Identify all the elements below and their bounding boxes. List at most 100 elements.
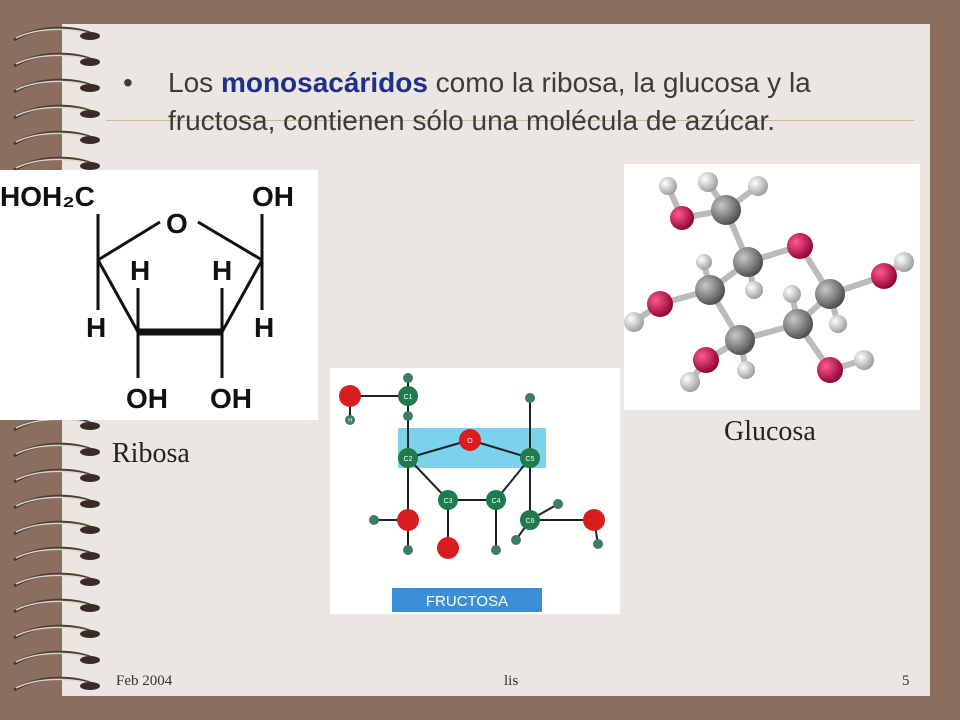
ribose-oh-bottom-right: OH xyxy=(210,383,252,414)
bullet-dot: • xyxy=(123,67,133,98)
bullet-text-pre: Los xyxy=(168,67,221,98)
hydrogen-atom xyxy=(829,315,847,333)
oxygen-atom xyxy=(670,206,694,230)
spiral-hole xyxy=(80,58,100,66)
footer-date: Feb 2004 xyxy=(116,673,173,689)
footer-page-number: 5 xyxy=(902,673,910,689)
hydrogen-atom xyxy=(696,254,712,270)
hydrogen-atom xyxy=(491,545,501,555)
spiral-hole xyxy=(80,474,100,482)
carbon-atom-c6 xyxy=(520,510,540,530)
spiral-hole xyxy=(80,162,100,170)
ribose-hoh2c: HOH₂C xyxy=(0,181,95,212)
carbon-atom xyxy=(711,195,741,225)
fructose-diagram-image: C1 C2 C3 C4 C5 C6 O H FRUCTOSA xyxy=(330,368,620,614)
spiral-hole xyxy=(80,32,100,40)
carbon-atom-c1 xyxy=(398,386,418,406)
footer-author: lis xyxy=(504,673,519,689)
carbon-atom-c2 xyxy=(398,448,418,468)
carbon-atom-c3 xyxy=(438,490,458,510)
hydrogen-atom xyxy=(737,361,755,379)
oxygen-atom xyxy=(437,537,459,559)
fructose-label: FRUCTOSA xyxy=(426,593,508,610)
hydrogen-atom xyxy=(680,372,700,392)
carbon-atom xyxy=(783,309,813,339)
atom-label-c4: C4 xyxy=(492,498,501,505)
spiral-hole xyxy=(80,422,100,430)
oxygen-atom xyxy=(693,347,719,373)
spiral-hole xyxy=(80,500,100,508)
spiral-hole xyxy=(80,136,100,144)
hydrogen-atom xyxy=(698,172,718,192)
hydrogen-atom xyxy=(624,312,644,332)
atom-label-c3: C3 xyxy=(444,498,453,505)
ring-oxygen-atom xyxy=(459,429,481,451)
hydrogen-atom xyxy=(345,415,355,425)
atom-label-h: H xyxy=(348,418,352,424)
spiral-hole xyxy=(80,578,100,586)
hydrogen-atom xyxy=(403,411,413,421)
bullet-point: • Los monosacáridos como la ribosa, la g… xyxy=(123,64,920,140)
hydrogen-atom xyxy=(553,499,563,509)
hydrogen-atom xyxy=(593,539,603,549)
carbon-atom xyxy=(725,325,755,355)
bullet-text-post: como la ribosa, la glucosa y la fructosa… xyxy=(168,67,811,136)
carbon-atom xyxy=(733,247,763,277)
fructose-atoms xyxy=(339,373,605,559)
spiral-hole xyxy=(80,604,100,612)
spiral-hole xyxy=(80,656,100,664)
ribose-h-inner-left: H xyxy=(130,255,150,286)
bullet-text: Los monosacáridos como la ribosa, la glu… xyxy=(168,64,920,140)
ribose-oh-top: OH xyxy=(252,181,294,212)
glucose-model-image xyxy=(624,164,920,410)
oxygen-atom xyxy=(871,263,897,289)
hydrogen-atom xyxy=(511,535,521,545)
atom-label-c5: C5 xyxy=(526,456,535,463)
oxygen-atom xyxy=(583,509,605,531)
oxygen-atom xyxy=(817,357,843,383)
spiral-hole xyxy=(80,448,100,456)
ribose-oh-bottom-left: OH xyxy=(126,383,168,414)
atom-label-c1: C1 xyxy=(404,394,413,401)
hydrogen-atom xyxy=(854,350,874,370)
hydrogen-atom xyxy=(745,281,763,299)
bullet-highlight: monosacáridos xyxy=(220,67,428,98)
atom-label-o: O xyxy=(467,438,473,445)
carbon-atom xyxy=(815,279,845,309)
hydrogen-atom xyxy=(894,252,914,272)
hydrogen-atom xyxy=(659,177,677,195)
ribose-h-right: H xyxy=(254,312,274,343)
title-divider xyxy=(106,120,914,121)
spiral-hole xyxy=(80,630,100,638)
ribose-structure-image: HOH₂C OH O H H H H OH OH xyxy=(0,170,318,420)
spiral-hole xyxy=(80,552,100,560)
spiral-hole xyxy=(80,526,100,534)
oxygen-atom xyxy=(339,385,361,407)
ribose-bonds xyxy=(96,214,264,378)
carbon-atom-c5 xyxy=(520,448,540,468)
hydrogen-atom xyxy=(403,373,413,383)
ribose-ring-oxygen: O xyxy=(166,208,188,239)
caption-ribosa: Ribosa xyxy=(112,438,190,469)
hydrogen-atom xyxy=(525,393,535,403)
carbon-atom-c4 xyxy=(486,490,506,510)
glucose-atoms xyxy=(624,172,914,392)
hydrogen-atom xyxy=(369,515,379,525)
ribose-h-left: H xyxy=(86,312,106,343)
ring-oxygen-atom xyxy=(787,233,813,259)
fructose-atom-labels: C1 C2 C3 C4 C5 C6 O H xyxy=(348,394,534,525)
hydrogen-atom xyxy=(748,176,768,196)
spiral-hole xyxy=(80,84,100,92)
oxygen-atom xyxy=(397,509,419,531)
ribose-h-inner-right: H xyxy=(212,255,232,286)
fructose-label-box xyxy=(392,588,542,612)
oxygen-atom xyxy=(647,291,673,317)
caption-glucosa: Glucosa xyxy=(724,416,816,447)
spiral-hole xyxy=(80,682,100,690)
atom-label-c2: C2 xyxy=(404,456,413,463)
atom-label-c6: C6 xyxy=(526,518,535,525)
carbon-atom xyxy=(695,275,725,305)
hydrogen-atom xyxy=(403,545,413,555)
hydrogen-atom xyxy=(783,285,801,303)
spiral-hole xyxy=(80,110,100,118)
